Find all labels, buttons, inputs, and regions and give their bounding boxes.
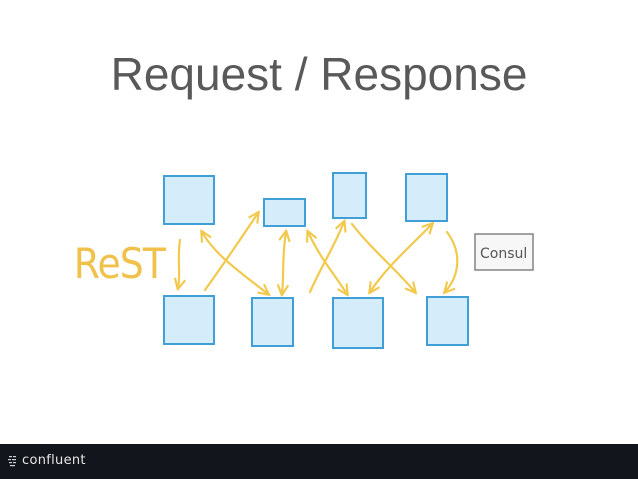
consul-label: Consul	[480, 246, 527, 262]
service-box-bottom-3	[332, 297, 384, 349]
service-box-top-3	[332, 172, 367, 219]
service-box-bottom-4	[426, 296, 469, 346]
service-box-top-1	[163, 175, 215, 225]
footer-bar: confluent	[0, 444, 638, 479]
service-box-bottom-1	[163, 295, 215, 345]
service-box-top-4	[405, 173, 448, 222]
service-box-top-2	[263, 198, 306, 227]
arrow-cross-3b	[370, 224, 432, 292]
rest-label: ReST	[74, 240, 167, 288]
slide-title: Request / Response	[110, 48, 528, 100]
arrow-cross-2b	[308, 222, 344, 294]
arrow-cross-2a	[308, 232, 347, 294]
consul-box	[474, 233, 534, 271]
confluent-logo-text: confluent	[22, 453, 86, 468]
arrow-cross-3a	[350, 222, 415, 292]
confluent-logo-icon	[8, 456, 16, 467]
confluent-logo: confluent	[8, 452, 86, 470]
arrow-cross-1a	[202, 232, 268, 294]
arrow-curve-right	[445, 230, 459, 292]
service-box-bottom-2	[251, 297, 294, 347]
arrow-vertical-2	[282, 232, 286, 294]
arrow-vertical-1	[178, 238, 180, 288]
arrow-cross-1b	[203, 213, 258, 292]
